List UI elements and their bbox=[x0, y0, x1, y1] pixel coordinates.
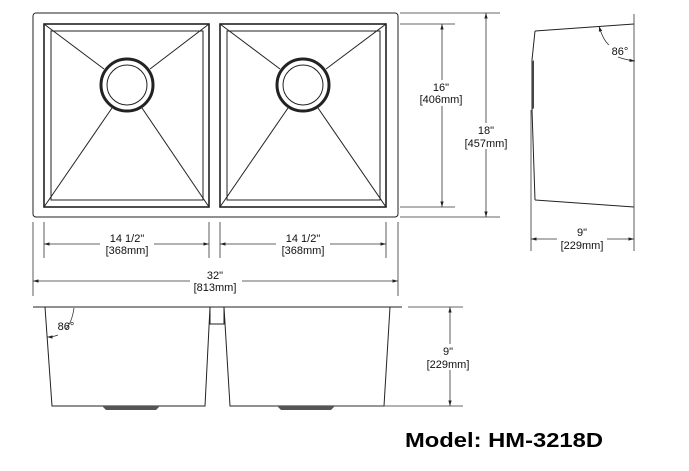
drain-icon bbox=[102, 406, 160, 410]
drain-icon bbox=[99, 57, 155, 113]
drain-icon bbox=[277, 406, 335, 410]
left-basin-width-mm: [368mm] bbox=[106, 245, 149, 257]
drain-icon bbox=[275, 57, 331, 113]
left-basin bbox=[43, 23, 210, 208]
left-basin-width-in: 14 1/2" bbox=[110, 233, 145, 245]
sink-outline bbox=[32, 12, 399, 218]
overall-width-mm: [813mm] bbox=[194, 282, 237, 294]
basin-length-in: 16" bbox=[433, 82, 449, 94]
right-basin bbox=[219, 23, 387, 208]
front-view: 86° 9" [229mm] bbox=[33, 306, 476, 410]
overall-length-mm: [457mm] bbox=[465, 138, 508, 150]
right-basin-width-mm: [368mm] bbox=[282, 245, 325, 257]
side-view: 86° 9" [229mm] bbox=[530, 14, 636, 252]
overall-length-in: 18" bbox=[478, 125, 494, 137]
side-angle-label: 86° bbox=[612, 46, 629, 58]
front-depth-mm: [229mm] bbox=[427, 359, 470, 371]
right-basin-width-in: 14 1/2" bbox=[286, 233, 321, 245]
model-label: Model: HM-3218D bbox=[405, 430, 603, 452]
basin-length-mm: [406mm] bbox=[420, 94, 463, 106]
front-angle-label: 86° bbox=[58, 321, 75, 333]
front-depth-in: 9" bbox=[443, 346, 453, 358]
top-view: 14 1/2" [368mm] 14 1/2" [368mm] 32" [813… bbox=[32, 12, 512, 296]
overall-width-in: 32" bbox=[207, 270, 223, 282]
side-depth-mm: [229mm] bbox=[561, 240, 604, 252]
side-depth-in: 9" bbox=[577, 227, 587, 239]
